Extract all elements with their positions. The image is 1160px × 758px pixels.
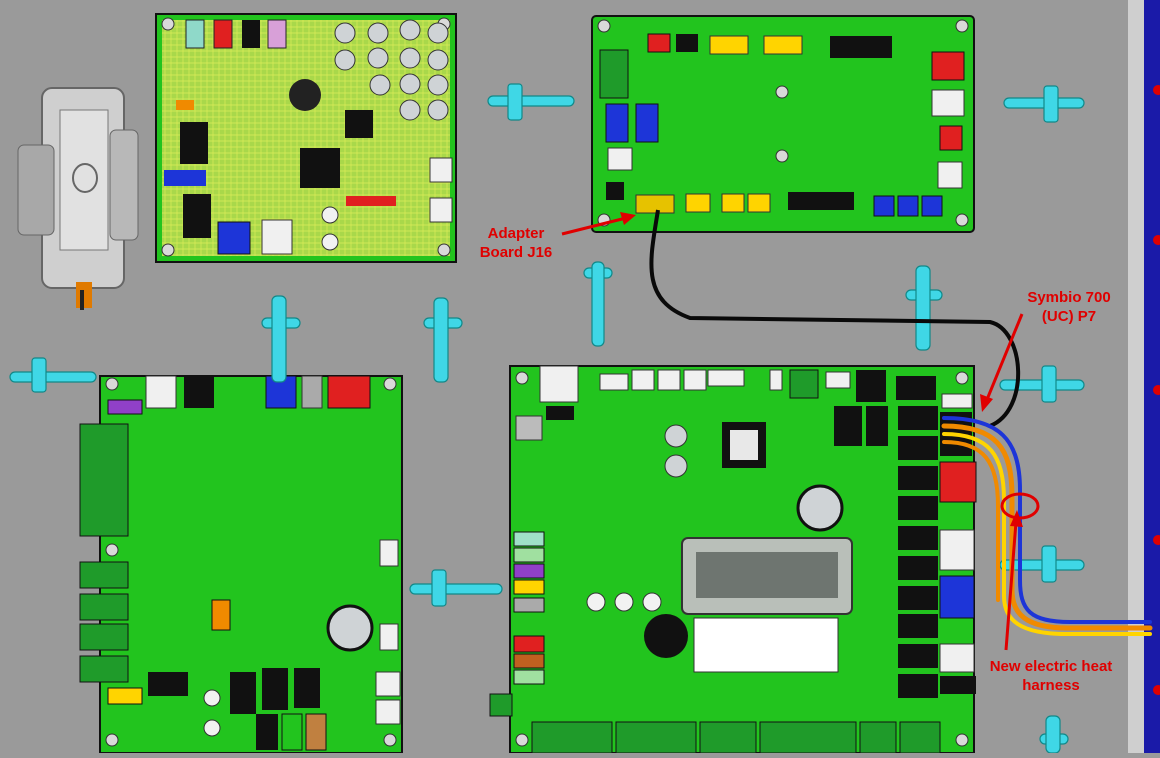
standoffs — [9, 83, 1085, 754]
annotations — [561, 212, 1040, 651]
enclosure-blue-strip — [1144, 0, 1160, 753]
adapter-j16-connector — [635, 194, 675, 214]
symbio-700-p7-label: Symbio 700 (UC) P7 — [1027, 289, 1111, 325]
adapter-board-j16-label: Adapter Board J16 — [479, 225, 553, 261]
power-supply-board — [155, 13, 457, 263]
arrow-symbio — [984, 313, 1024, 403]
arrow-adapter — [561, 216, 627, 236]
new-electric-heat-harness-label: New electric heat harness — [989, 658, 1113, 694]
fuse-holder — [17, 87, 139, 310]
black-cable — [649, 209, 1021, 428]
arrow-harness — [1004, 521, 1018, 651]
io-board — [79, 375, 403, 754]
harness-circle — [1000, 492, 1040, 520]
symbio-700-board — [489, 365, 977, 754]
adapter-board — [591, 15, 975, 233]
enclosure-markers — [1153, 85, 1160, 695]
